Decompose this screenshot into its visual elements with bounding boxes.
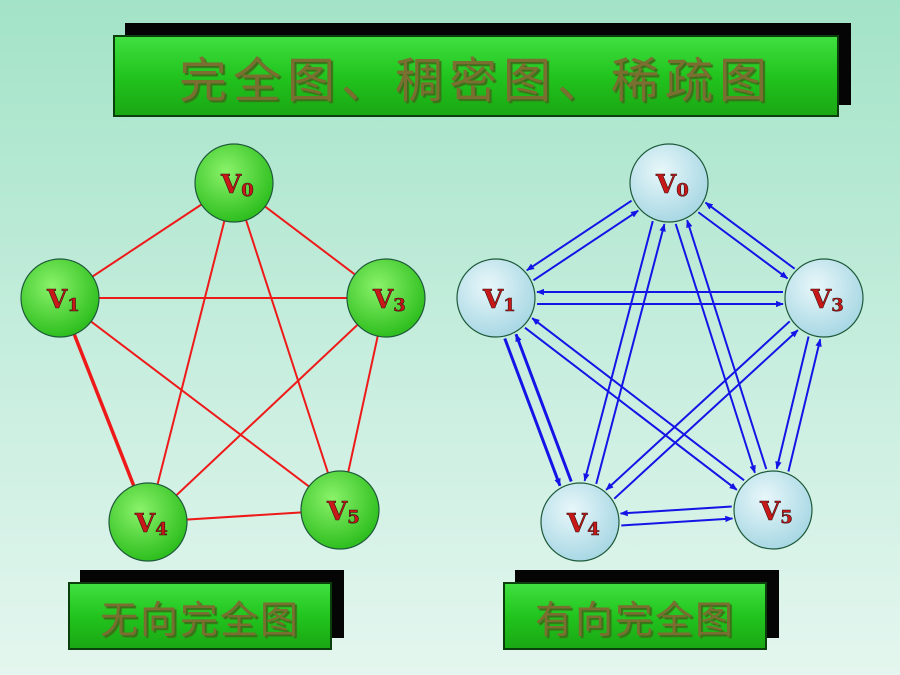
undirected-node-circle-v3 bbox=[346, 258, 426, 338]
undirected-node-v0: V0 bbox=[194, 143, 274, 223]
directed-node-label-v3: V3 bbox=[810, 285, 844, 316]
directed-edge-v4-v5 bbox=[621, 515, 734, 527]
directed-edge-v1-v5 bbox=[524, 326, 738, 491]
directed-node-v5: V5 bbox=[733, 470, 813, 550]
undirected-node-circle-v0 bbox=[194, 143, 274, 223]
undirected-node-label-v5: V5 bbox=[326, 497, 360, 528]
directed-edge-v5-v3 bbox=[787, 338, 822, 472]
undirected-node-v5: V5 bbox=[300, 470, 380, 550]
directed-edge-v5-v0 bbox=[686, 219, 768, 470]
directed-edge-v0-v1 bbox=[526, 199, 633, 272]
undirected-edge-v1-v5 bbox=[59, 297, 341, 511]
directed-node-circle-v3 bbox=[784, 258, 864, 338]
directed-caption: 有向完全图 bbox=[534, 597, 735, 642]
directed-edge-v3-v4 bbox=[605, 320, 791, 491]
directed-edge-v1-v0 bbox=[532, 209, 639, 282]
directed-edge-v4-v0 bbox=[595, 223, 666, 485]
undirected-node-label-v0: V0 bbox=[220, 170, 254, 201]
directed-node-circle-v5 bbox=[733, 470, 813, 550]
undirected-node-circle-v1 bbox=[20, 258, 100, 338]
directed-caption-banner: 有向完全图 bbox=[503, 582, 767, 650]
directed-node-circle-v0 bbox=[629, 143, 709, 223]
undirected-caption: 无向完全图 bbox=[99, 597, 300, 642]
undirected-caption-banner: 无向完全图 bbox=[68, 582, 332, 650]
undirected-edge-v0-v4 bbox=[147, 182, 235, 523]
undirected-edge-v3-v4 bbox=[147, 297, 387, 523]
directed-node-v3: V3 bbox=[784, 258, 864, 338]
directed-edge-v0-v5 bbox=[674, 223, 756, 474]
directed-node-label-v1: V1 bbox=[482, 285, 516, 316]
page-title: 完全图、稠密图、稀疏图 bbox=[178, 53, 773, 109]
directed-node-v0: V0 bbox=[629, 143, 709, 223]
directed-edge-v4-v3 bbox=[613, 329, 799, 500]
directed-node-circle-v1 bbox=[456, 258, 536, 338]
directed-edge-v4-v1 bbox=[514, 333, 573, 483]
undirected-node-label-v3: V3 bbox=[372, 285, 406, 316]
directed-edge-v3-v5 bbox=[775, 336, 810, 470]
undirected-edge-v0-v5 bbox=[233, 182, 341, 511]
directed-node-label-v4: V4 bbox=[566, 509, 600, 540]
undirected-node-v4: V4 bbox=[108, 482, 188, 562]
directed-edge-v0-v3 bbox=[697, 211, 789, 280]
undirected-node-v3: V3 bbox=[346, 258, 426, 338]
directed-node-v4: V4 bbox=[540, 482, 620, 562]
undirected-node-v1: V1 bbox=[20, 258, 100, 338]
title-banner: 完全图、稠密图、稀疏图 bbox=[113, 35, 839, 117]
directed-edge-v1-v4 bbox=[503, 337, 562, 487]
undirected-node-label-v4: V4 bbox=[134, 509, 168, 540]
undirected-node-circle-v5 bbox=[300, 470, 380, 550]
directed-edge-v3-v0 bbox=[704, 201, 796, 270]
directed-edge-v0-v4 bbox=[583, 220, 654, 482]
directed-node-label-v0: V0 bbox=[655, 170, 689, 201]
directed-edge-v5-v4 bbox=[619, 505, 732, 517]
directed-node-v1: V1 bbox=[456, 258, 536, 338]
directed-node-circle-v4 bbox=[540, 482, 620, 562]
undirected-node-circle-v4 bbox=[108, 482, 188, 562]
undirected-edge-v1-v4 bbox=[58, 297, 150, 523]
undirected-node-label-v1: V1 bbox=[46, 285, 80, 316]
directed-node-label-v5: V5 bbox=[759, 497, 793, 528]
directed-edge-v5-v1 bbox=[531, 317, 745, 482]
